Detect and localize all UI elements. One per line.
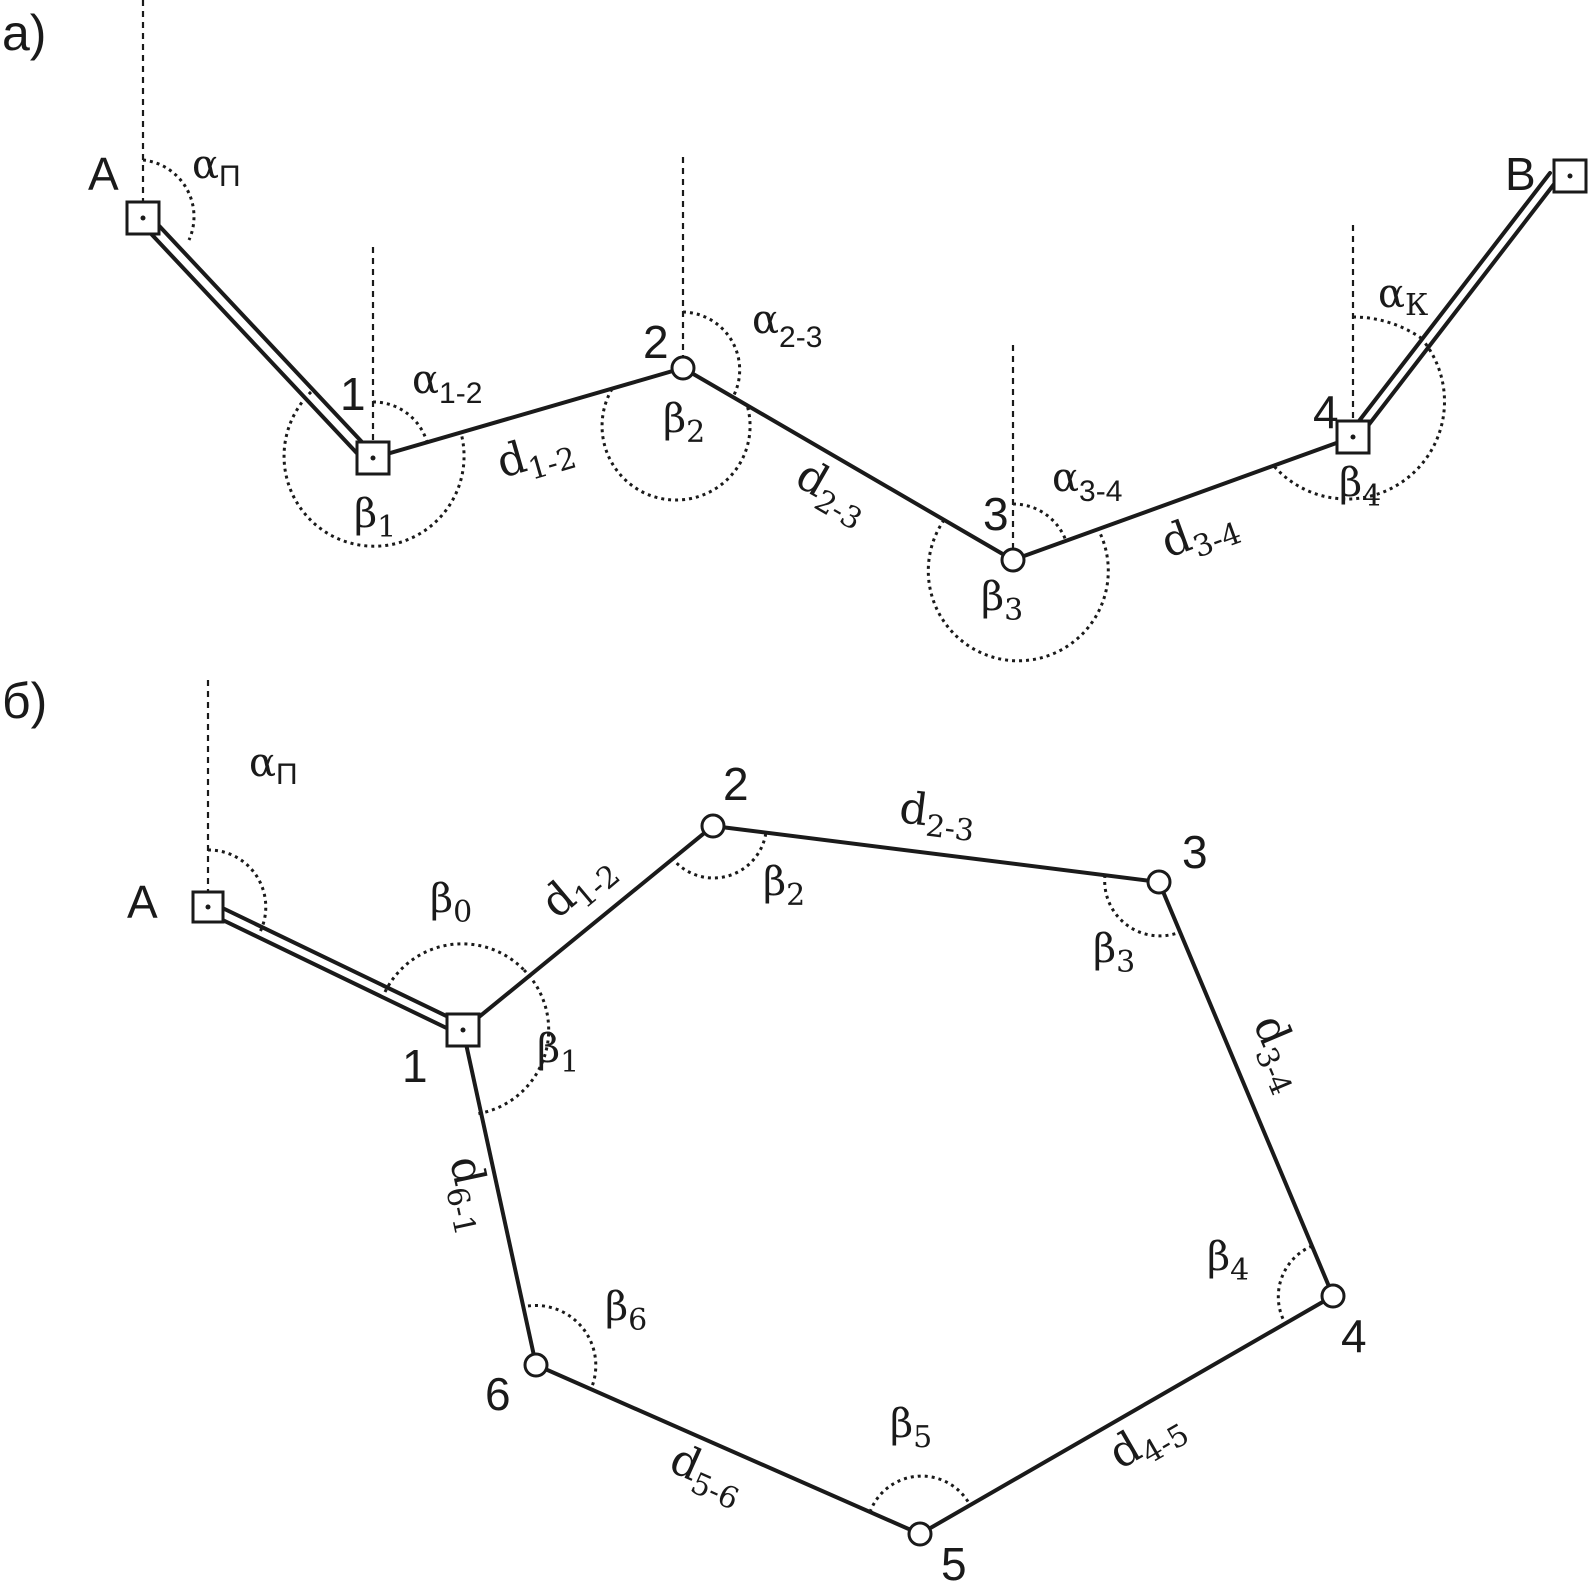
panel-b: б) A — [2, 673, 1367, 1584]
label-beta-4: β4 — [1339, 460, 1381, 514]
node-4 — [1335, 419, 1371, 455]
label-b-alpha-p: αП — [249, 740, 298, 791]
label-b-beta-3: β3 — [1093, 926, 1135, 980]
label-station-1: 1 — [340, 368, 366, 420]
node-1 — [355, 440, 391, 476]
traverse-line-a — [371, 365, 1355, 563]
node-b-1 — [445, 1012, 481, 1048]
label-b-beta-5: β5 — [890, 1401, 932, 1455]
label-d-2-3: d2-3 — [784, 449, 879, 537]
label-b-station-4: 4 — [1341, 1310, 1367, 1362]
label-b-beta-6: β6 — [605, 1284, 647, 1338]
label-b-d-3-4: d3-4 — [1236, 1007, 1319, 1100]
label-b-d-1-2: d1-2 — [531, 840, 627, 934]
arc-alpha-p — [142, 158, 196, 241]
node-b-5 — [907, 1521, 933, 1547]
label-b-d-4-5: d4-5 — [1100, 1397, 1195, 1485]
label-b-d-6-1: d6-1 — [432, 1152, 505, 1239]
arc-b-beta-2 — [670, 831, 768, 880]
arc-b-beta-3 — [1103, 874, 1181, 938]
label-b-beta-1: β1 — [537, 1026, 579, 1080]
label-beta-1: β1 — [354, 491, 396, 545]
label-station-2: 2 — [643, 316, 669, 368]
arc-beta-1 — [282, 390, 466, 548]
label-b-station-5: 5 — [941, 1538, 967, 1584]
known-side-4-B — [1347, 171, 1560, 442]
label-b-station-6: 6 — [485, 1368, 511, 1420]
known-side-b-A-1 — [204, 900, 467, 1037]
label-A: A — [88, 148, 119, 200]
label-beta-2: β2 — [663, 396, 705, 450]
node-b-6 — [523, 1352, 549, 1378]
arc-b-beta-1 — [475, 968, 551, 1116]
label-alpha-p: αП — [192, 142, 241, 193]
arc-b-beta-0 — [383, 942, 526, 993]
label-b-d-5-6: d5-6 — [660, 1433, 753, 1517]
node-b-4 — [1320, 1283, 1346, 1309]
arc-b-beta-6 — [527, 1304, 598, 1390]
panel-a: а) — [2, 0, 1588, 663]
label-d-3-4: d3-4 — [1154, 494, 1246, 575]
arc-b-alpha-p — [207, 848, 268, 933]
node-3 — [1000, 547, 1026, 573]
label-b-station-1: 1 — [402, 1040, 428, 1092]
label-alpha-3-4: α3-4 — [1052, 455, 1122, 508]
arc-alpha-1-2 — [372, 400, 429, 443]
label-station-4: 4 — [1313, 386, 1339, 438]
known-side-A-1 — [138, 212, 378, 467]
arc-beta-2 — [600, 388, 752, 502]
label-b-beta-4: β4 — [1207, 1234, 1249, 1288]
label-b-beta-2: β2 — [763, 859, 805, 913]
label-B: B — [1505, 148, 1536, 200]
node-B — [1552, 158, 1588, 194]
label-b-station-2: 2 — [723, 758, 749, 810]
label-d-1-2: d1-2 — [491, 418, 581, 495]
node-b-A — [191, 890, 225, 924]
arc-alpha-2-3 — [682, 310, 742, 398]
arc-beta-3 — [926, 519, 1110, 663]
label-alpha-k: αК — [1378, 271, 1428, 323]
node-b-3 — [1146, 869, 1172, 895]
panel-b-label: б) — [2, 673, 47, 729]
label-b-beta-0: β0 — [430, 876, 472, 930]
arc-b-beta-5 — [868, 1474, 972, 1513]
arc-alpha-3-4 — [1012, 502, 1068, 542]
arc-alpha-k — [1352, 315, 1422, 340]
node-b-2 — [700, 813, 726, 839]
label-b-d-2-3: d2-3 — [896, 782, 979, 849]
label-alpha-1-2: α1-2 — [412, 357, 482, 410]
label-b-A: A — [127, 876, 158, 928]
label-alpha-2-3: α2-3 — [752, 297, 822, 354]
node-2 — [670, 355, 696, 381]
label-b-station-3: 3 — [1182, 826, 1208, 878]
label-beta-3: β3 — [981, 574, 1023, 628]
node-A — [125, 200, 161, 236]
panel-a-label: а) — [2, 5, 46, 61]
arc-beta-4 — [1271, 337, 1446, 501]
label-station-3: 3 — [983, 488, 1009, 540]
